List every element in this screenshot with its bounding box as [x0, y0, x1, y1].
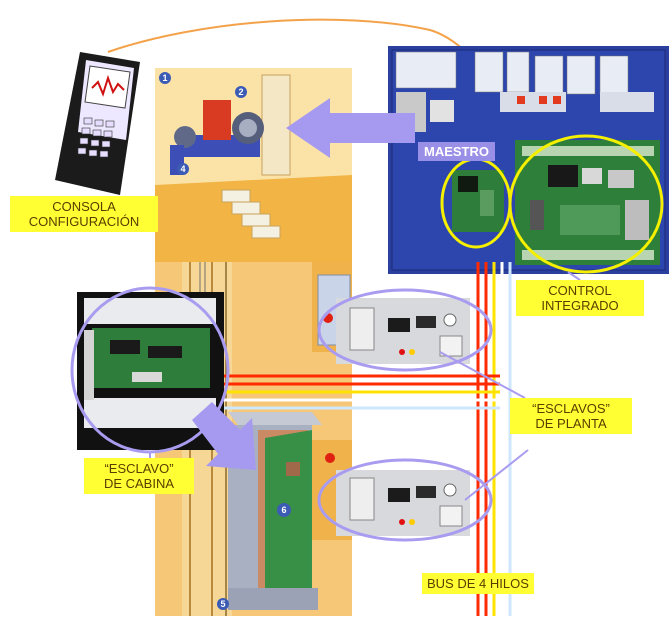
- label-esclavo-cabina: “ESCLAVO” DE CABINA: [84, 458, 194, 494]
- floor-slave-board-upper: [336, 298, 470, 364]
- label-bus-text: BUS DE 4 HILOS: [427, 576, 529, 591]
- esclavos-leader-upper: [439, 351, 526, 399]
- floor-slave-ring-lower: [317, 458, 493, 542]
- label-maestro-text: MAESTRO: [424, 144, 489, 159]
- esclavos-leader-lower: [464, 449, 529, 501]
- label-control-line1: CONTROL: [548, 283, 612, 298]
- marker-2: 2: [235, 86, 247, 98]
- svg-text:2: 2: [238, 87, 243, 97]
- marker-5: 5: [217, 598, 229, 610]
- label-consola-line1: CONSOLA: [52, 199, 116, 214]
- marker-6: 6: [277, 503, 291, 517]
- label-esclavos-line2: DE PLANTA: [535, 416, 607, 431]
- label-control-line2: INTEGRADO: [541, 298, 619, 313]
- label-esclavo-line1: “ESCLAVO”: [104, 461, 174, 476]
- maestro-arrow[interactable]: [286, 98, 415, 158]
- config-console-device: [55, 52, 140, 195]
- label-esclavos-planta: “ESCLAVOS” DE PLANTA: [510, 398, 632, 434]
- marker-4: 4: [177, 163, 189, 175]
- marker-1: 1: [159, 72, 171, 84]
- label-control-integrado: CONTROL INTEGRADO: [516, 280, 644, 316]
- svg-text:6: 6: [281, 505, 286, 515]
- svg-text:4: 4: [180, 164, 185, 174]
- label-consola-line2: CONFIGURACIÓN: [28, 214, 140, 229]
- floor-slave-ring-upper: [317, 288, 493, 372]
- control-highlight-ring: [508, 134, 664, 274]
- label-esclavo-line2: DE CABINA: [103, 476, 175, 491]
- control-leader-line: [567, 271, 581, 281]
- label-bus: BUS DE 4 HILOS: [422, 573, 534, 594]
- svg-text:5: 5: [220, 599, 225, 609]
- label-maestro: MAESTRO: [418, 142, 495, 161]
- four-wire-bus: [205, 262, 512, 616]
- floor-slave-board-lower: [336, 470, 470, 536]
- traction-machine: [170, 100, 264, 175]
- label-consola: CONSOLA CONFIGURACIÓN: [10, 196, 158, 232]
- cabin-slave-arrow[interactable]: [192, 402, 256, 470]
- label-esclavos-line1: “ESCLAVOS”: [532, 401, 610, 416]
- svg-text:1: 1: [162, 73, 167, 83]
